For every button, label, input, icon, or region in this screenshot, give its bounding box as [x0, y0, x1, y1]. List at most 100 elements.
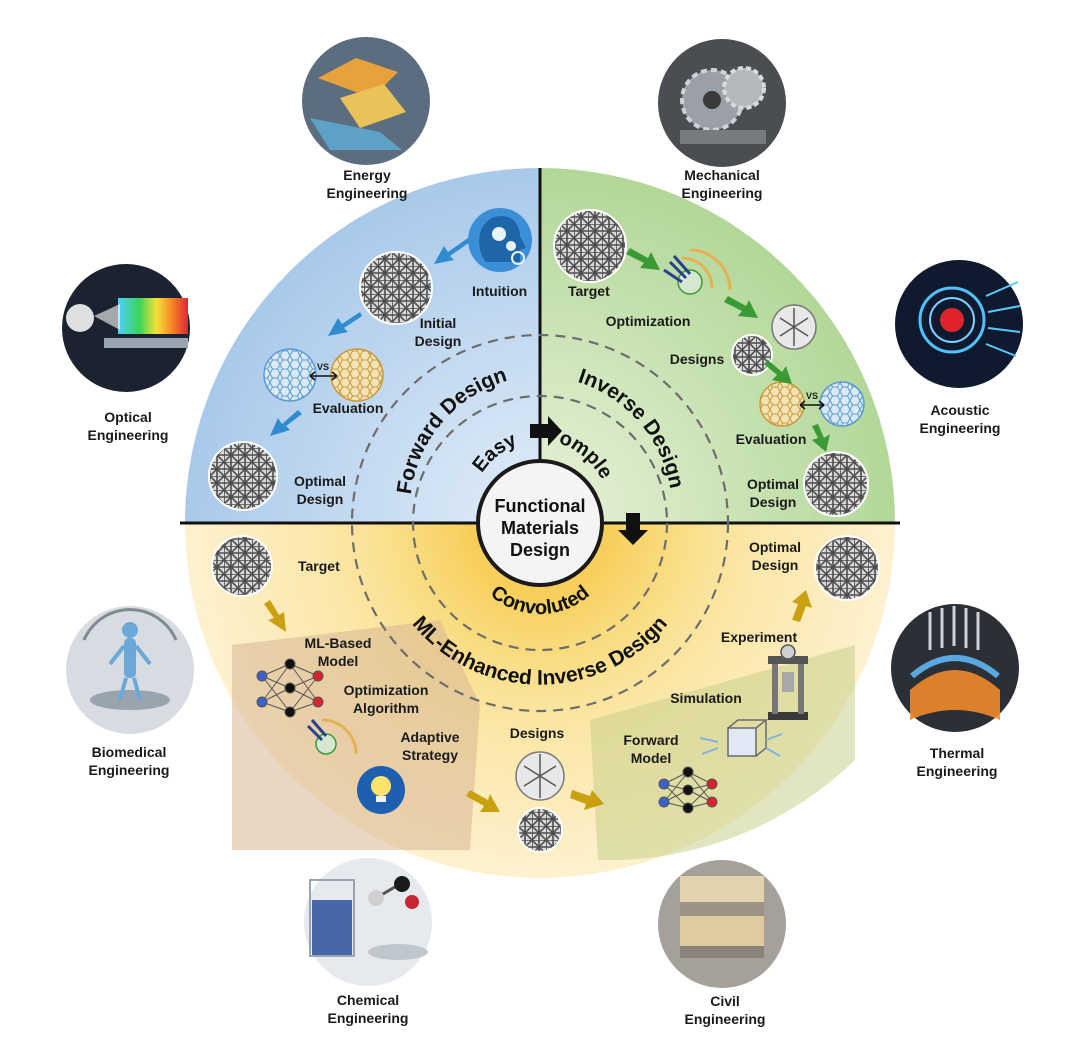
civil-engineering-node: Civil Engineering: [658, 860, 786, 1027]
civil-label-1: Civil: [710, 993, 740, 1009]
inverse-blue-hex-icon: [819, 381, 865, 427]
energy-label-2: Engineering: [327, 185, 408, 201]
chemical-engineering-node: Chemical Engineering: [304, 858, 432, 1026]
ml-optimal-lattice-icon: [814, 535, 880, 601]
ml-designs-label: Designs: [510, 725, 565, 741]
inverse-design-flow: Target Optimization Designs VS Evaluatio…: [553, 209, 869, 517]
mechanical-label-2: Engineering: [682, 185, 763, 201]
forward-vs-label: VS: [317, 362, 329, 372]
blue-hex-sphere-icon: [263, 348, 317, 402]
inverse-arrow-1: [626, 248, 660, 270]
outer-dashed-ring: [350, 333, 730, 713]
inner-dashed-ring: [411, 394, 669, 652]
center-glow: [380, 523, 700, 683]
inverse-vs-label: VS: [806, 391, 818, 401]
inverse-arrow-4: [812, 424, 830, 452]
ml-model-label-2: Model: [318, 653, 358, 669]
forward-arrow-3: [270, 410, 302, 436]
adaptive-strategy-label-2: Strategy: [402, 747, 458, 763]
optical-engineering-node: Optical Engineering: [62, 264, 190, 443]
ml-design-flow: Target ML-Based Model Optimization Algor…: [211, 535, 880, 853]
inverse-design-a-lines: [779, 308, 809, 346]
inverse-design-b-icon: [731, 334, 773, 376]
ml-design-a-lines: [523, 754, 557, 798]
chemical-label-2: Engineering: [328, 1010, 409, 1026]
easy-to-complex-arrow: [530, 416, 562, 446]
ml-optimizer-panel: [232, 620, 480, 850]
inverse-target-lattice-icon: [553, 209, 627, 283]
intuition-label: Intuition: [472, 283, 527, 299]
initial-design-label-2: Design: [415, 333, 462, 349]
forward-optimal-label-1: Optimal: [294, 473, 346, 489]
experiment-label: Experiment: [721, 629, 798, 645]
energy-engineering-node: Energy Engineering: [302, 37, 430, 201]
acoustic-engineering-node: Acoustic Engineering: [895, 260, 1023, 436]
opt-algorithm-label-2: Algorithm: [353, 700, 419, 716]
inverse-gold-hex-icon: [759, 381, 805, 427]
mechanical-label-1: Mechanical: [684, 167, 759, 183]
center-title-line3: Design: [510, 540, 570, 560]
acoustic-label-2: Engineering: [920, 420, 1001, 436]
biomedical-engineering-node: Biomedical Engineering: [66, 606, 194, 778]
forward-arrow-2: [328, 312, 362, 336]
inverse-optimal-label-1: Optimal: [747, 476, 799, 492]
center-title-line2: Materials: [501, 518, 579, 538]
inverse-optimal-lattice-icon: [803, 451, 869, 517]
ml-arrow-2: [466, 790, 500, 812]
forward-arrow-1: [434, 238, 470, 264]
ml-design-b-icon: [517, 807, 563, 853]
biomedical-label-2: Engineering: [89, 762, 170, 778]
intuition-head-icon: [468, 208, 532, 272]
ml-target-lattice-icon: [211, 535, 273, 597]
thermal-label-2: Engineering: [917, 763, 998, 779]
opt-algorithm-label-1: Optimization: [344, 682, 429, 698]
initial-design-lattice-icon: [359, 251, 433, 325]
optical-label-2: Engineering: [88, 427, 169, 443]
inverse-optimization-label: Optimization: [606, 313, 691, 329]
design-wheel: [180, 168, 900, 878]
mechanical-engineering-node: Mechanical Engineering: [658, 39, 786, 201]
ml-neural-network-icon: [256, 658, 324, 718]
forward-model-label-2: Model: [631, 750, 671, 766]
energy-label-1: Energy: [343, 167, 391, 183]
inverse-arrow-2: [724, 296, 758, 318]
forward-model-label-1: Forward: [623, 732, 678, 748]
inverse-compare-arrow-icon: [799, 400, 825, 410]
ml-arrow-4: [792, 590, 812, 622]
inverse-evaluation-label: Evaluation: [736, 431, 807, 447]
biomedical-label-1: Biomedical: [92, 744, 167, 760]
optical-label-1: Optical: [104, 409, 151, 425]
simulation-cube-icon: [699, 719, 783, 757]
initial-design-label-1: Initial: [420, 315, 457, 331]
inverse-optimal-label-2: Design: [750, 494, 797, 510]
simulation-label: Simulation: [670, 690, 742, 706]
ml-arrow-3: [570, 790, 604, 810]
gold-hex-sphere-icon: [330, 348, 384, 402]
thermal-label-1: Thermal: [930, 745, 984, 761]
ml-forward-model-panel: [590, 645, 855, 860]
ml-optimization-icon: [306, 718, 358, 755]
acoustic-label-1: Acoustic: [930, 402, 989, 418]
civil-label-2: Engineering: [685, 1011, 766, 1027]
center-title-line1: Functional: [495, 496, 586, 516]
inverse-arrow-3: [764, 360, 792, 384]
forward-optimal-label-2: Design: [297, 491, 344, 507]
forward-model-network-icon: [658, 766, 718, 814]
optimization-icon: [663, 248, 732, 295]
forward-design-flow: Intuition Initial Design VS Evaluation O…: [208, 208, 532, 511]
ml-arrow-1: [264, 600, 286, 632]
forward-evaluation-label: Evaluation: [313, 400, 384, 416]
testing-machine-icon: [768, 644, 808, 720]
ml-optimal-label-2: Design: [752, 557, 799, 573]
inverse-target-label: Target: [568, 283, 610, 299]
inverse-designs-label: Designs: [670, 351, 725, 367]
ml-target-label: Target: [298, 558, 340, 574]
inverse-design-quadrant: [540, 168, 895, 523]
ml-model-label-1: ML-Based: [305, 635, 372, 651]
compare-arrow-icon: [309, 371, 338, 381]
complex-to-convoluted-arrow: [618, 513, 648, 545]
ml-optimal-label-1: Optimal: [749, 539, 801, 555]
thermal-engineering-node: Thermal Engineering: [891, 604, 1019, 779]
forward-optimal-lattice-icon: [208, 441, 278, 511]
